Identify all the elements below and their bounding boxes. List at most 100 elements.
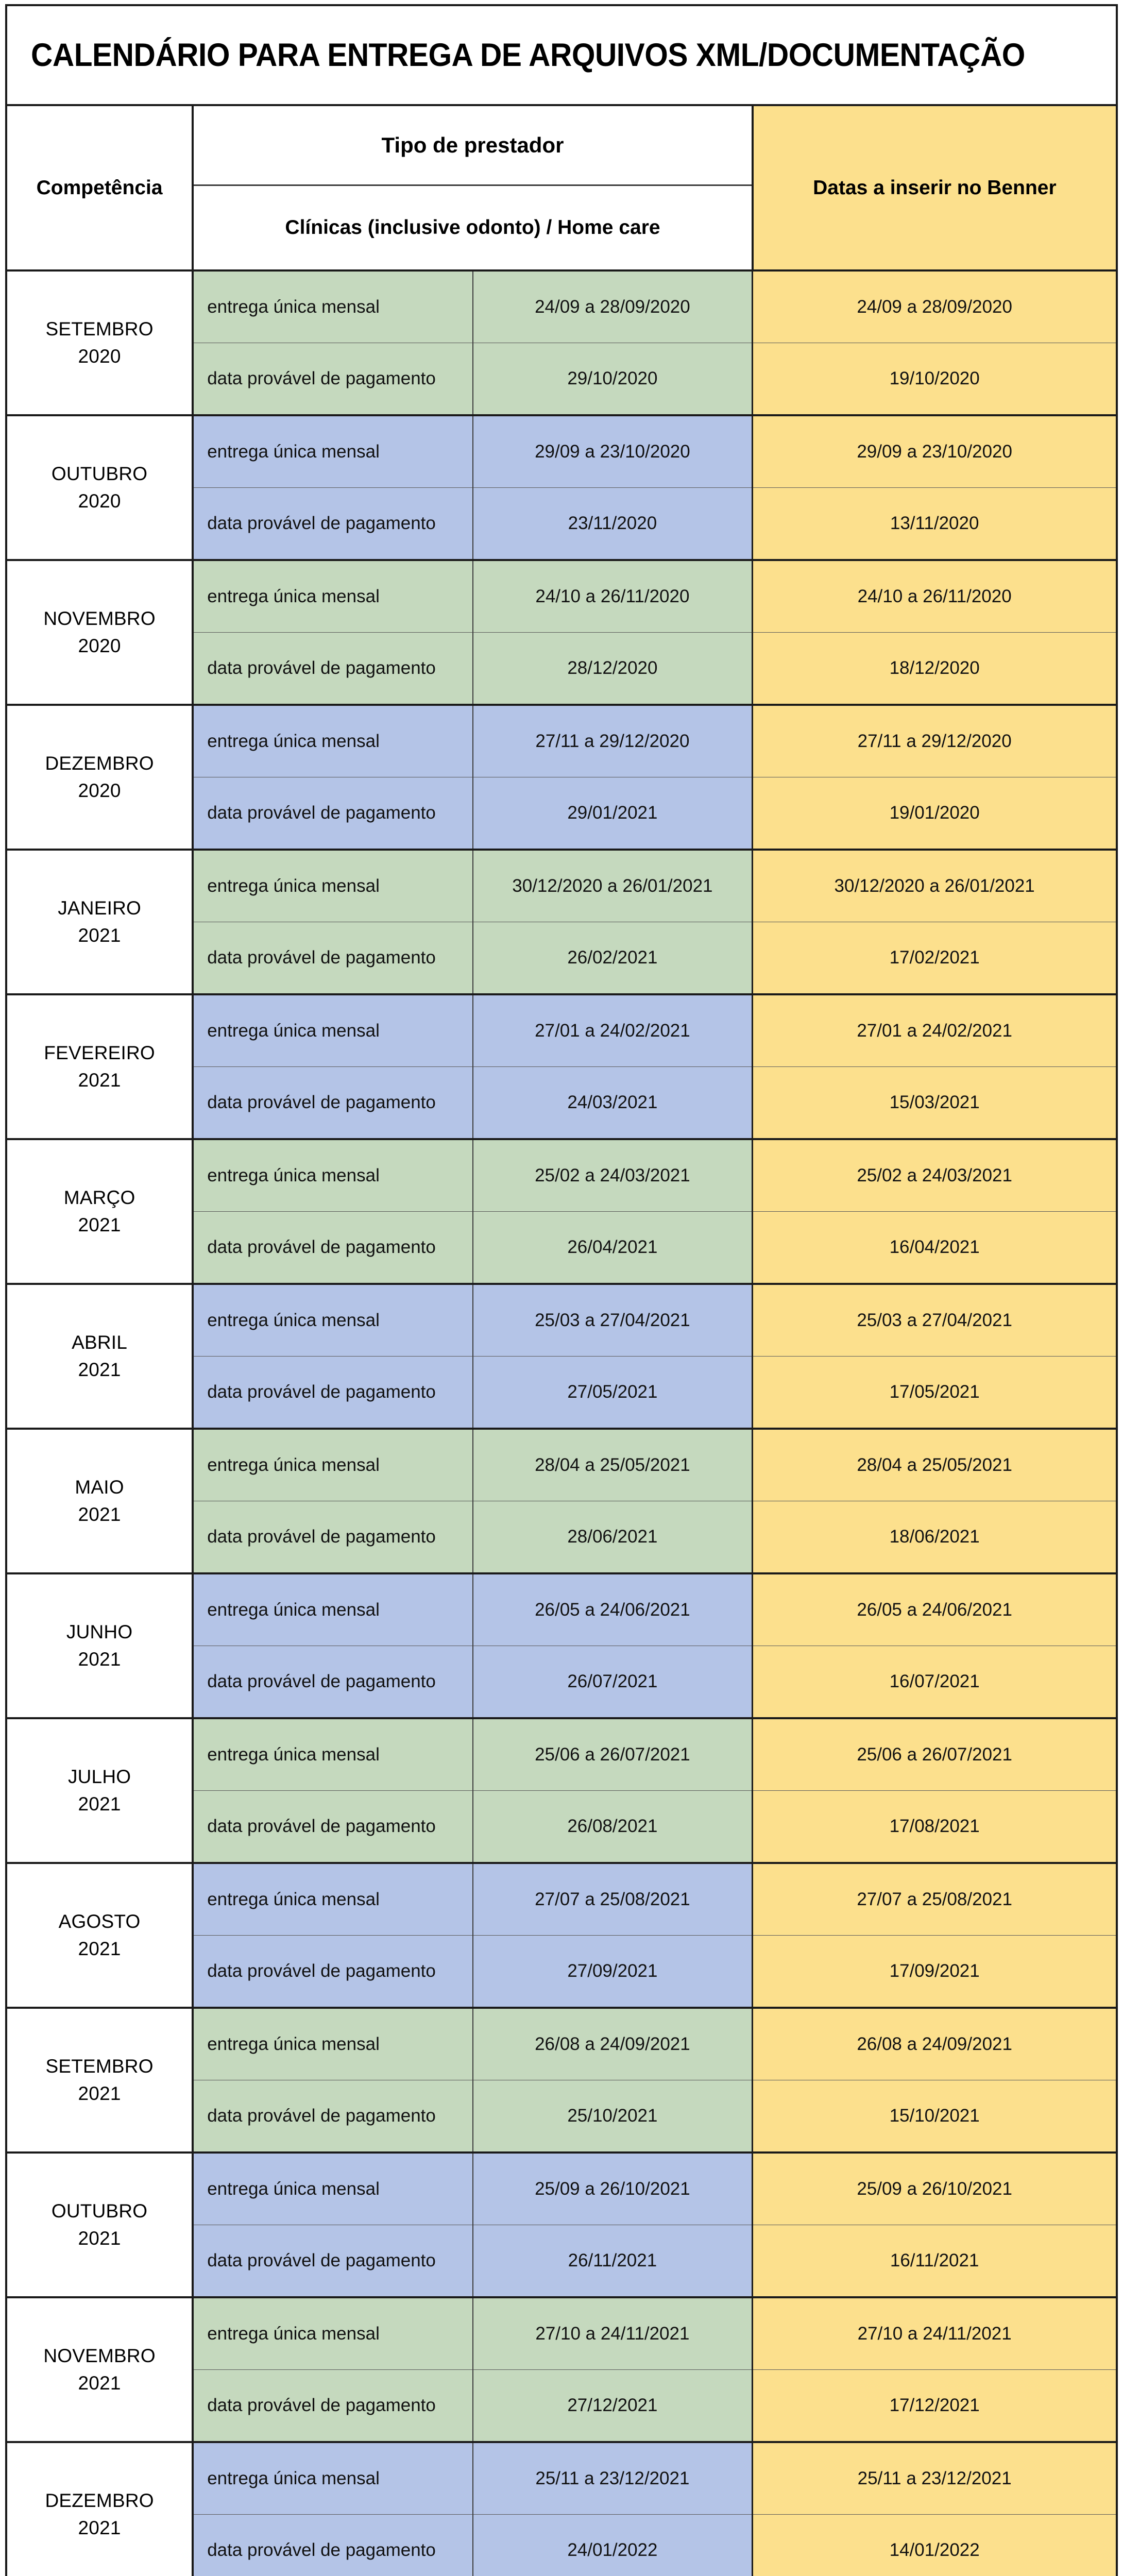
delivery-period-benner: 28/04 a 25/05/2021 [753, 1429, 1117, 1501]
delivery-period-benner: 26/05 a 24/06/2021 [753, 1573, 1117, 1646]
header-row-1: Competência Tipo de prestador Datas a in… [6, 105, 1117, 185]
competencia-month: DEZEMBRO [45, 2490, 154, 2511]
header-tipo-prestador-sub: Clínicas (inclusive odonto) / Home care [193, 185, 753, 271]
page-title: CALENDÁRIO PARA ENTREGA DE ARQUIVOS XML/… [31, 37, 1025, 74]
delivery-period-benner: 27/10 a 24/11/2021 [753, 2297, 1117, 2370]
payment-label-cell: data provável de pagamento [193, 343, 472, 416]
payment-label-cell: data provável de pagamento [193, 2225, 472, 2298]
payment-label-cell: data provável de pagamento [193, 2080, 472, 2153]
competencia-month: SETEMBRO [45, 318, 153, 340]
header-competencia: Competência [6, 105, 193, 270]
delivery-label-cell: entrega única mensal [193, 994, 472, 1067]
delivery-period-prestador: 29/09 a 23/10/2020 [473, 415, 753, 488]
payment-date-benner: 16/07/2021 [753, 1646, 1117, 1719]
payment-date-prestador: 27/12/2021 [473, 2370, 753, 2443]
competencia-month: SETEMBRO [45, 2056, 153, 2077]
payment-date-benner: 17/12/2021 [753, 2370, 1117, 2443]
delivery-label-cell: entrega única mensal [193, 2153, 472, 2225]
payment-label-cell: data provável de pagamento [193, 1212, 472, 1284]
header-datas-benner: Datas a inserir no Benner [753, 105, 1117, 270]
payment-label-cell: data provável de pagamento [193, 2515, 472, 2576]
delivery-label-cell: entrega única mensal [193, 2008, 472, 2080]
payment-date-benner: 13/11/2020 [753, 488, 1117, 561]
delivery-label-cell: entrega única mensal [193, 850, 472, 922]
payment-date-benner: 17/08/2021 [753, 1791, 1117, 1863]
delivery-period-prestador: 24/10 a 26/11/2020 [473, 560, 753, 633]
payment-date-benner: 14/01/2022 [753, 2515, 1117, 2576]
delivery-period-benner: 24/10 a 26/11/2020 [753, 560, 1117, 633]
payment-date-benner: 17/09/2021 [753, 1936, 1117, 2008]
delivery-period-prestador: 27/07 a 25/08/2021 [473, 1863, 753, 1936]
delivery-label-cell: entrega única mensal [193, 1718, 472, 1791]
payment-date-prestador: 27/05/2021 [473, 1357, 753, 1429]
payment-date-prestador: 26/07/2021 [473, 1646, 753, 1719]
calendar-table: CALENDÁRIO PARA ENTREGA DE ARQUIVOS XML/… [5, 4, 1118, 2576]
competencia-year: 2021 [78, 1504, 121, 1525]
payment-date-benner: 18/12/2020 [753, 633, 1117, 705]
payment-label-cell: data provável de pagamento [193, 2370, 472, 2443]
payment-date-prestador: 27/09/2021 [473, 1936, 753, 2008]
payment-label-cell: data provável de pagamento [193, 1357, 472, 1429]
competencia-year: 2020 [78, 490, 121, 512]
delivery-period-benner: 29/09 a 23/10/2020 [753, 415, 1117, 488]
competencia-month: JUNHO [66, 1621, 132, 1642]
spreadsheet-sheet: CALENDÁRIO PARA ENTREGA DE ARQUIVOS XML/… [0, 0, 1123, 2478]
delivery-period-prestador: 27/01 a 24/02/2021 [473, 994, 753, 1067]
delivery-period-benner: 25/03 a 27/04/2021 [753, 1284, 1117, 1357]
delivery-period-benner: 25/02 a 24/03/2021 [753, 1139, 1117, 1212]
delivery-label-cell: entrega única mensal [193, 2297, 472, 2370]
payment-date-prestador: 26/02/2021 [473, 922, 753, 995]
payment-date-prestador: 24/01/2022 [473, 2515, 753, 2576]
competencia-year: 2021 [78, 2083, 121, 2104]
payment-label-cell: data provável de pagamento [193, 777, 472, 850]
delivery-label-cell: entrega única mensal [193, 1139, 472, 1212]
competencia-year: 2021 [78, 2372, 121, 2394]
competencia-month: DEZEMBRO [45, 753, 154, 774]
delivery-period-prestador: 25/02 a 24/03/2021 [473, 1139, 753, 1212]
competencia-cell: DEZEMBRO 2021 [6, 2442, 193, 2576]
delivery-period-prestador: 25/06 a 26/07/2021 [473, 1718, 753, 1791]
delivery-period-prestador: 25/03 a 27/04/2021 [473, 1284, 753, 1357]
payment-label-cell: data provável de pagamento [193, 1501, 472, 1574]
delivery-period-prestador: 25/11 a 23/12/2021 [473, 2442, 753, 2515]
competencia-year: 2021 [78, 2517, 121, 2538]
payment-date-benner: 19/10/2020 [753, 343, 1117, 416]
competencia-year: 2020 [78, 635, 121, 656]
competencia-year: 2021 [78, 1359, 121, 1380]
delivery-period-benner: 26/08 a 24/09/2021 [753, 2008, 1117, 2080]
payment-date-benner: 15/03/2021 [753, 1067, 1117, 1140]
payment-date-benner: 17/05/2021 [753, 1357, 1117, 1429]
title-row: CALENDÁRIO PARA ENTREGA DE ARQUIVOS XML/… [6, 5, 1117, 105]
delivery-label-cell: entrega única mensal [193, 270, 472, 343]
competencia-month: MARÇO [64, 1187, 135, 1208]
competencia-year: 2020 [78, 780, 121, 801]
delivery-period-benner: 24/09 a 28/09/2020 [753, 270, 1117, 343]
delivery-period-prestador: 26/08 a 24/09/2021 [473, 2008, 753, 2080]
delivery-period-prestador: 30/12/2020 a 26/01/2021 [473, 850, 753, 922]
delivery-label-cell: entrega única mensal [193, 1284, 472, 1357]
document-title-cell: CALENDÁRIO PARA ENTREGA DE ARQUIVOS XML/… [6, 5, 1117, 105]
payment-date-prestador: 26/11/2021 [473, 2225, 753, 2298]
delivery-label-cell: entrega única mensal [193, 1573, 472, 1646]
payment-date-benner: 15/10/2021 [753, 2080, 1117, 2153]
payment-label-cell: data provável de pagamento [193, 1067, 472, 1140]
payment-date-benner: 18/06/2021 [753, 1501, 1117, 1574]
